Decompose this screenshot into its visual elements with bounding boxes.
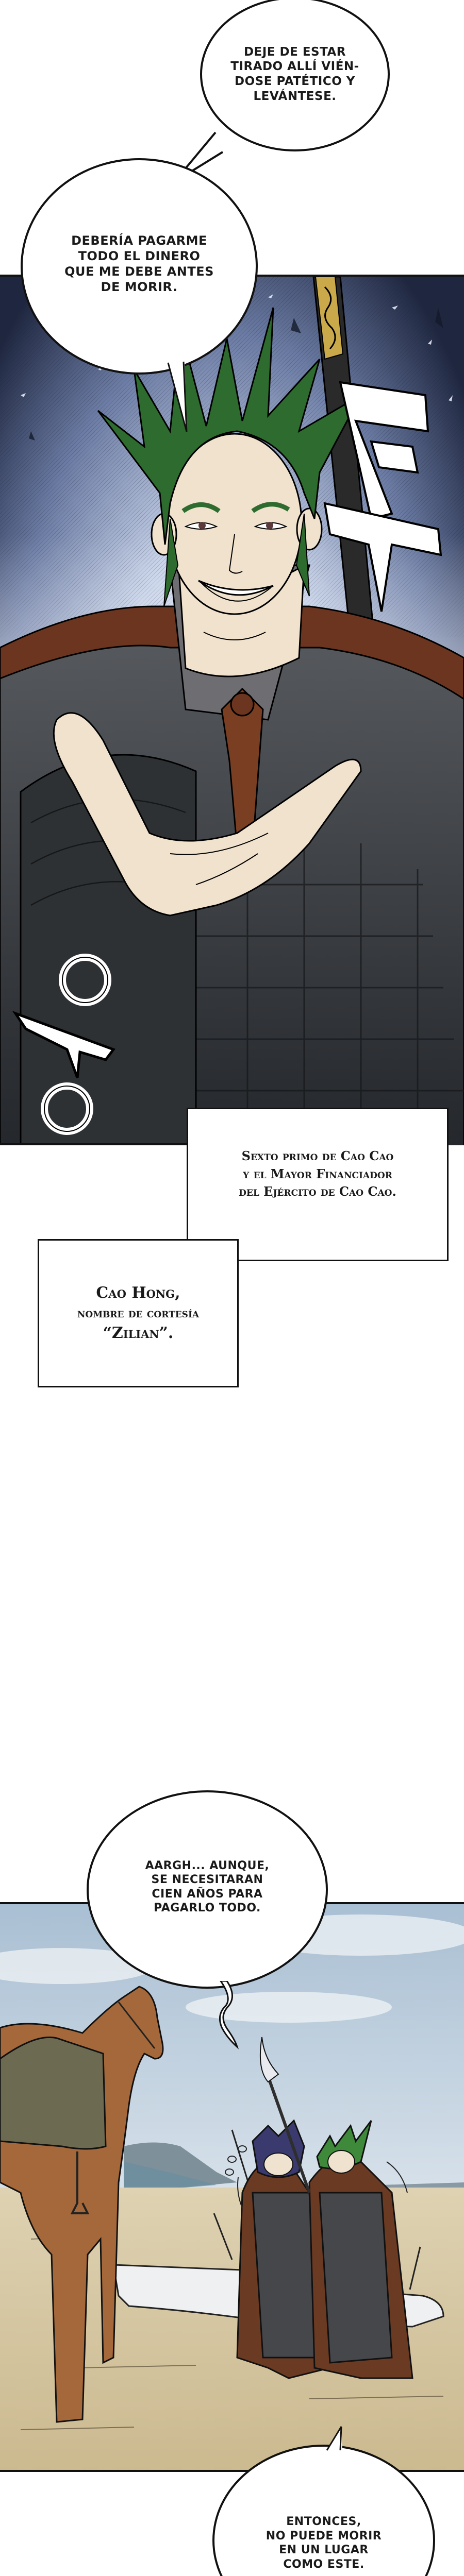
caption-box-2: Cao Hong, nombre de cortesía “Zilian”. <box>38 1239 239 1387</box>
caption-box-1: Sexto primo de Cao Cao y el Mayor Financ… <box>187 1108 449 1261</box>
sfx-korean-left <box>12 954 116 1135</box>
panel-2-art <box>0 1904 464 2470</box>
caption-box-2-text: Cao Hong, nombre de cortesía “Zilian”. <box>77 1284 200 1343</box>
panel-1-bottom-border <box>0 1143 189 1145</box>
speech-bubble-3: Aargh... aunque, se necesitaran cien año… <box>87 1790 328 1989</box>
speech-bubble-3-text: Aargh... aunque, se necesitaran cien año… <box>145 1859 270 1915</box>
soldier-green-hair <box>308 2120 413 2379</box>
open-palm-hand <box>53 712 362 917</box>
brown-saddled-horse <box>0 1986 164 2423</box>
caption-box-1-text: Sexto primo de Cao Cao y el Mayor Financ… <box>239 1148 396 1199</box>
speech-bubble-1-text: Deje de estar tirado allí vién- dose pat… <box>230 45 359 103</box>
glaive <box>259 2037 311 2194</box>
speech-bubble-4-tail <box>326 2426 342 2451</box>
soldier-purple-hair <box>236 2119 331 2379</box>
speech-bubble-3-tail <box>219 1981 239 2049</box>
sfx-korean-right <box>323 381 442 612</box>
panel-1-art <box>0 277 464 1145</box>
speech-bubble-4-text: Entonces, no puede morir en un lugar com… <box>266 2515 382 2571</box>
speech-bubble-2: Debería pagarme todo el dinero que me de… <box>21 158 258 375</box>
speech-bubble-1: Deje de estar tirado allí vién- dose pat… <box>200 0 390 151</box>
speech-bubble-2-text: Debería pagarme todo el dinero que me de… <box>64 233 214 294</box>
speech-bubble-2-tail <box>167 361 188 432</box>
cao-hong-head <box>97 307 363 640</box>
panel-2-battlefield <box>0 1902 464 2472</box>
panel-1-cao-hong-reaching <box>0 275 464 1145</box>
